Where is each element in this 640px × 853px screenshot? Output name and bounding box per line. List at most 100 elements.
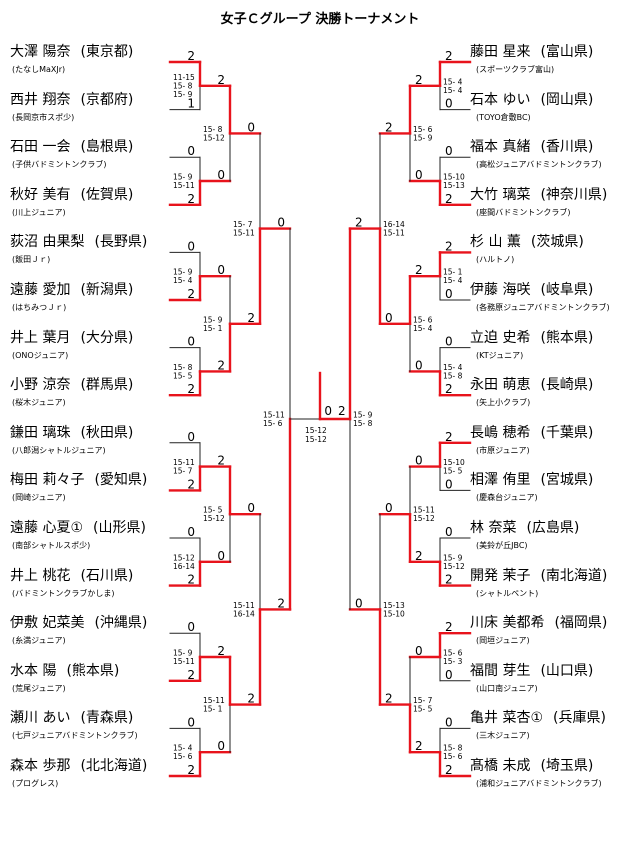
match-score: 0 [187,335,195,349]
match-score: 0 [415,358,423,372]
right-player-2: 石本 ゆい(岡山県)(TOYO倉敷BC) [470,92,593,123]
player-name: 相澤 侑里 [470,472,531,489]
right-player-13: 川床 美都希(福岡県)(岡垣ジュニア) [470,615,607,646]
player-name-line: 伊藤 海咲(岐阜県) [470,282,610,298]
match-score: 2 [247,311,255,325]
game-score: 15- 6 [263,419,283,428]
game-score: 15-11 [233,229,255,238]
player-prefecture: (石川県) [80,567,134,584]
left-player-8: 小野 涼奈(群馬県)(桜木ジュニア) [10,377,133,408]
player-prefecture: (福岡県) [554,615,608,632]
right-player-9: 長嶋 穂希(千葉県)(市原ジュニア) [470,425,593,456]
game-score: 15- 6 [443,752,463,761]
player-name-line: 杉 山 薫(茨城県) [470,234,584,250]
player-name-line: 水本 陽(熊本県) [10,663,119,679]
match-score: 2 [445,573,453,587]
player-prefecture: (京都府) [80,91,134,108]
player-name-line: 秋好 美有(佐賀県) [10,187,133,203]
match-score: 2 [355,216,363,230]
player-club: (七戸ジュニアバドミントンクラブ) [12,731,138,741]
game-score: 15-11 [413,506,435,515]
player-name-line: 藤田 星来(富山県) [470,44,593,60]
right-player-16: 髙橋 未成(埼玉県)(浦和ジュニアバドミントンクラブ) [470,758,602,789]
game-score: 15-12 [203,514,225,523]
player-club: (山口南ジュニア) [476,683,538,693]
left-player-5: 荻沼 由果梨(長野県) (飯田Ｊｒ) [10,234,147,265]
final-score: 0 [324,404,332,418]
match-score: 2 [445,49,453,63]
game-score: 15- 9 [173,173,193,182]
match-score: 0 [445,287,453,301]
match-score: 2 [217,73,225,87]
player-club: (川上ジュニア) [12,207,66,217]
game-score: 15- 9 [353,411,373,420]
player-club: (岡崎ジュニア) [12,493,66,503]
match-score: 0 [445,668,453,682]
match-score: 2 [187,477,195,491]
game-score: 15- 9 [173,268,193,277]
player-name-line: 福本 真緒(香川県) [470,139,602,155]
game-score: 15-11 [203,696,225,705]
game-score: 15- 8 [443,744,463,753]
player-prefecture: (熊本県) [66,662,120,679]
player-name-line: 相澤 侑里(宮城県) [470,472,593,488]
match-score: 2 [445,382,453,396]
page-title: 女子Ｃグループ 決勝トーナメント [220,12,420,27]
match-score: 0 [187,620,195,634]
player-prefecture: (群馬県) [80,377,134,394]
left-player-6: 遠藤 愛加(新潟県)(はちみつＪｒ) [10,282,133,313]
player-name-line: 井上 葉月(大分県) [10,330,133,346]
match-score: 2 [415,739,423,753]
player-name-line: 長嶋 穂希(千葉県) [470,425,593,441]
game-score: 15- 9 [203,315,223,324]
player-club: (飯田Ｊｒ) [12,255,51,265]
match-score: 2 [217,644,225,658]
player-club: (KTジュニア) [476,350,524,360]
right-player-10: 相澤 侑里(宮城県)(慶森台ジュニア) [470,472,593,503]
game-score: 15-11 [173,458,195,467]
match-score: 2 [415,263,423,277]
game-score: 15-11 [173,181,195,190]
player-name-line: 荻沼 由果梨(長野県) [10,234,147,250]
right-player-8: 永田 萌恵(長崎県)(矢上小クラブ) [470,377,593,408]
player-name-line: 立迫 史希(熊本県) [470,330,593,346]
match-score: 0 [187,525,195,539]
player-prefecture: (広島県) [526,520,580,536]
player-club: (糸満ジュニア) [12,636,66,646]
player-name: 遠藤 心夏① [10,520,84,536]
player-club: (ハルトノ) [476,255,515,265]
game-score: 15- 9 [413,133,433,142]
game-score: 15-12 [173,553,195,562]
left-player-9: 鎌田 璃珠(秋田県)(八郎潟シャトルジュニア) [10,425,133,456]
player-name-line: 遠藤 愛加(新潟県) [10,282,133,298]
match-score: 0 [355,596,363,610]
player-prefecture: (神奈川県) [540,186,608,203]
match-score: 2 [217,358,225,372]
player-name: 井上 葉月 [10,329,71,346]
right-player-5: 杉 山 薫(茨城県) (ハルトノ) [470,234,584,265]
player-club: (桜木ジュニア) [12,398,66,408]
player-name: 森本 歩那 [10,758,71,774]
game-score: 15- 4 [443,276,463,285]
player-name-line: 川床 美都希(福岡県) [470,615,607,631]
game-score: 15- 6 [443,649,463,658]
match-score: 0 [217,263,225,277]
game-score: 15-12 [413,514,435,523]
game-score: 15-11 [263,411,285,420]
player-name: 伊藤 海咲 [470,282,531,298]
game-score: 15- 4 [413,324,433,333]
match-score: 0 [187,144,195,158]
player-name: 長嶋 穂希 [470,424,531,441]
game-score: 15- 4 [443,363,463,372]
match-score: 0 [415,168,423,182]
game-score: 15- 3 [443,657,463,666]
game-score: 15- 4 [173,744,193,753]
match-score: 2 [415,549,423,563]
left-player-14: 水本 陽(熊本県)(荒尾ジュニア) [10,663,119,694]
player-name: 石本 ゆい [470,91,531,108]
match-score: 0 [187,715,195,729]
match-score: 2 [187,573,195,587]
game-score: 15- 8 [443,371,463,380]
match-score: 2 [187,192,195,206]
player-prefecture: (富山県) [540,44,594,60]
